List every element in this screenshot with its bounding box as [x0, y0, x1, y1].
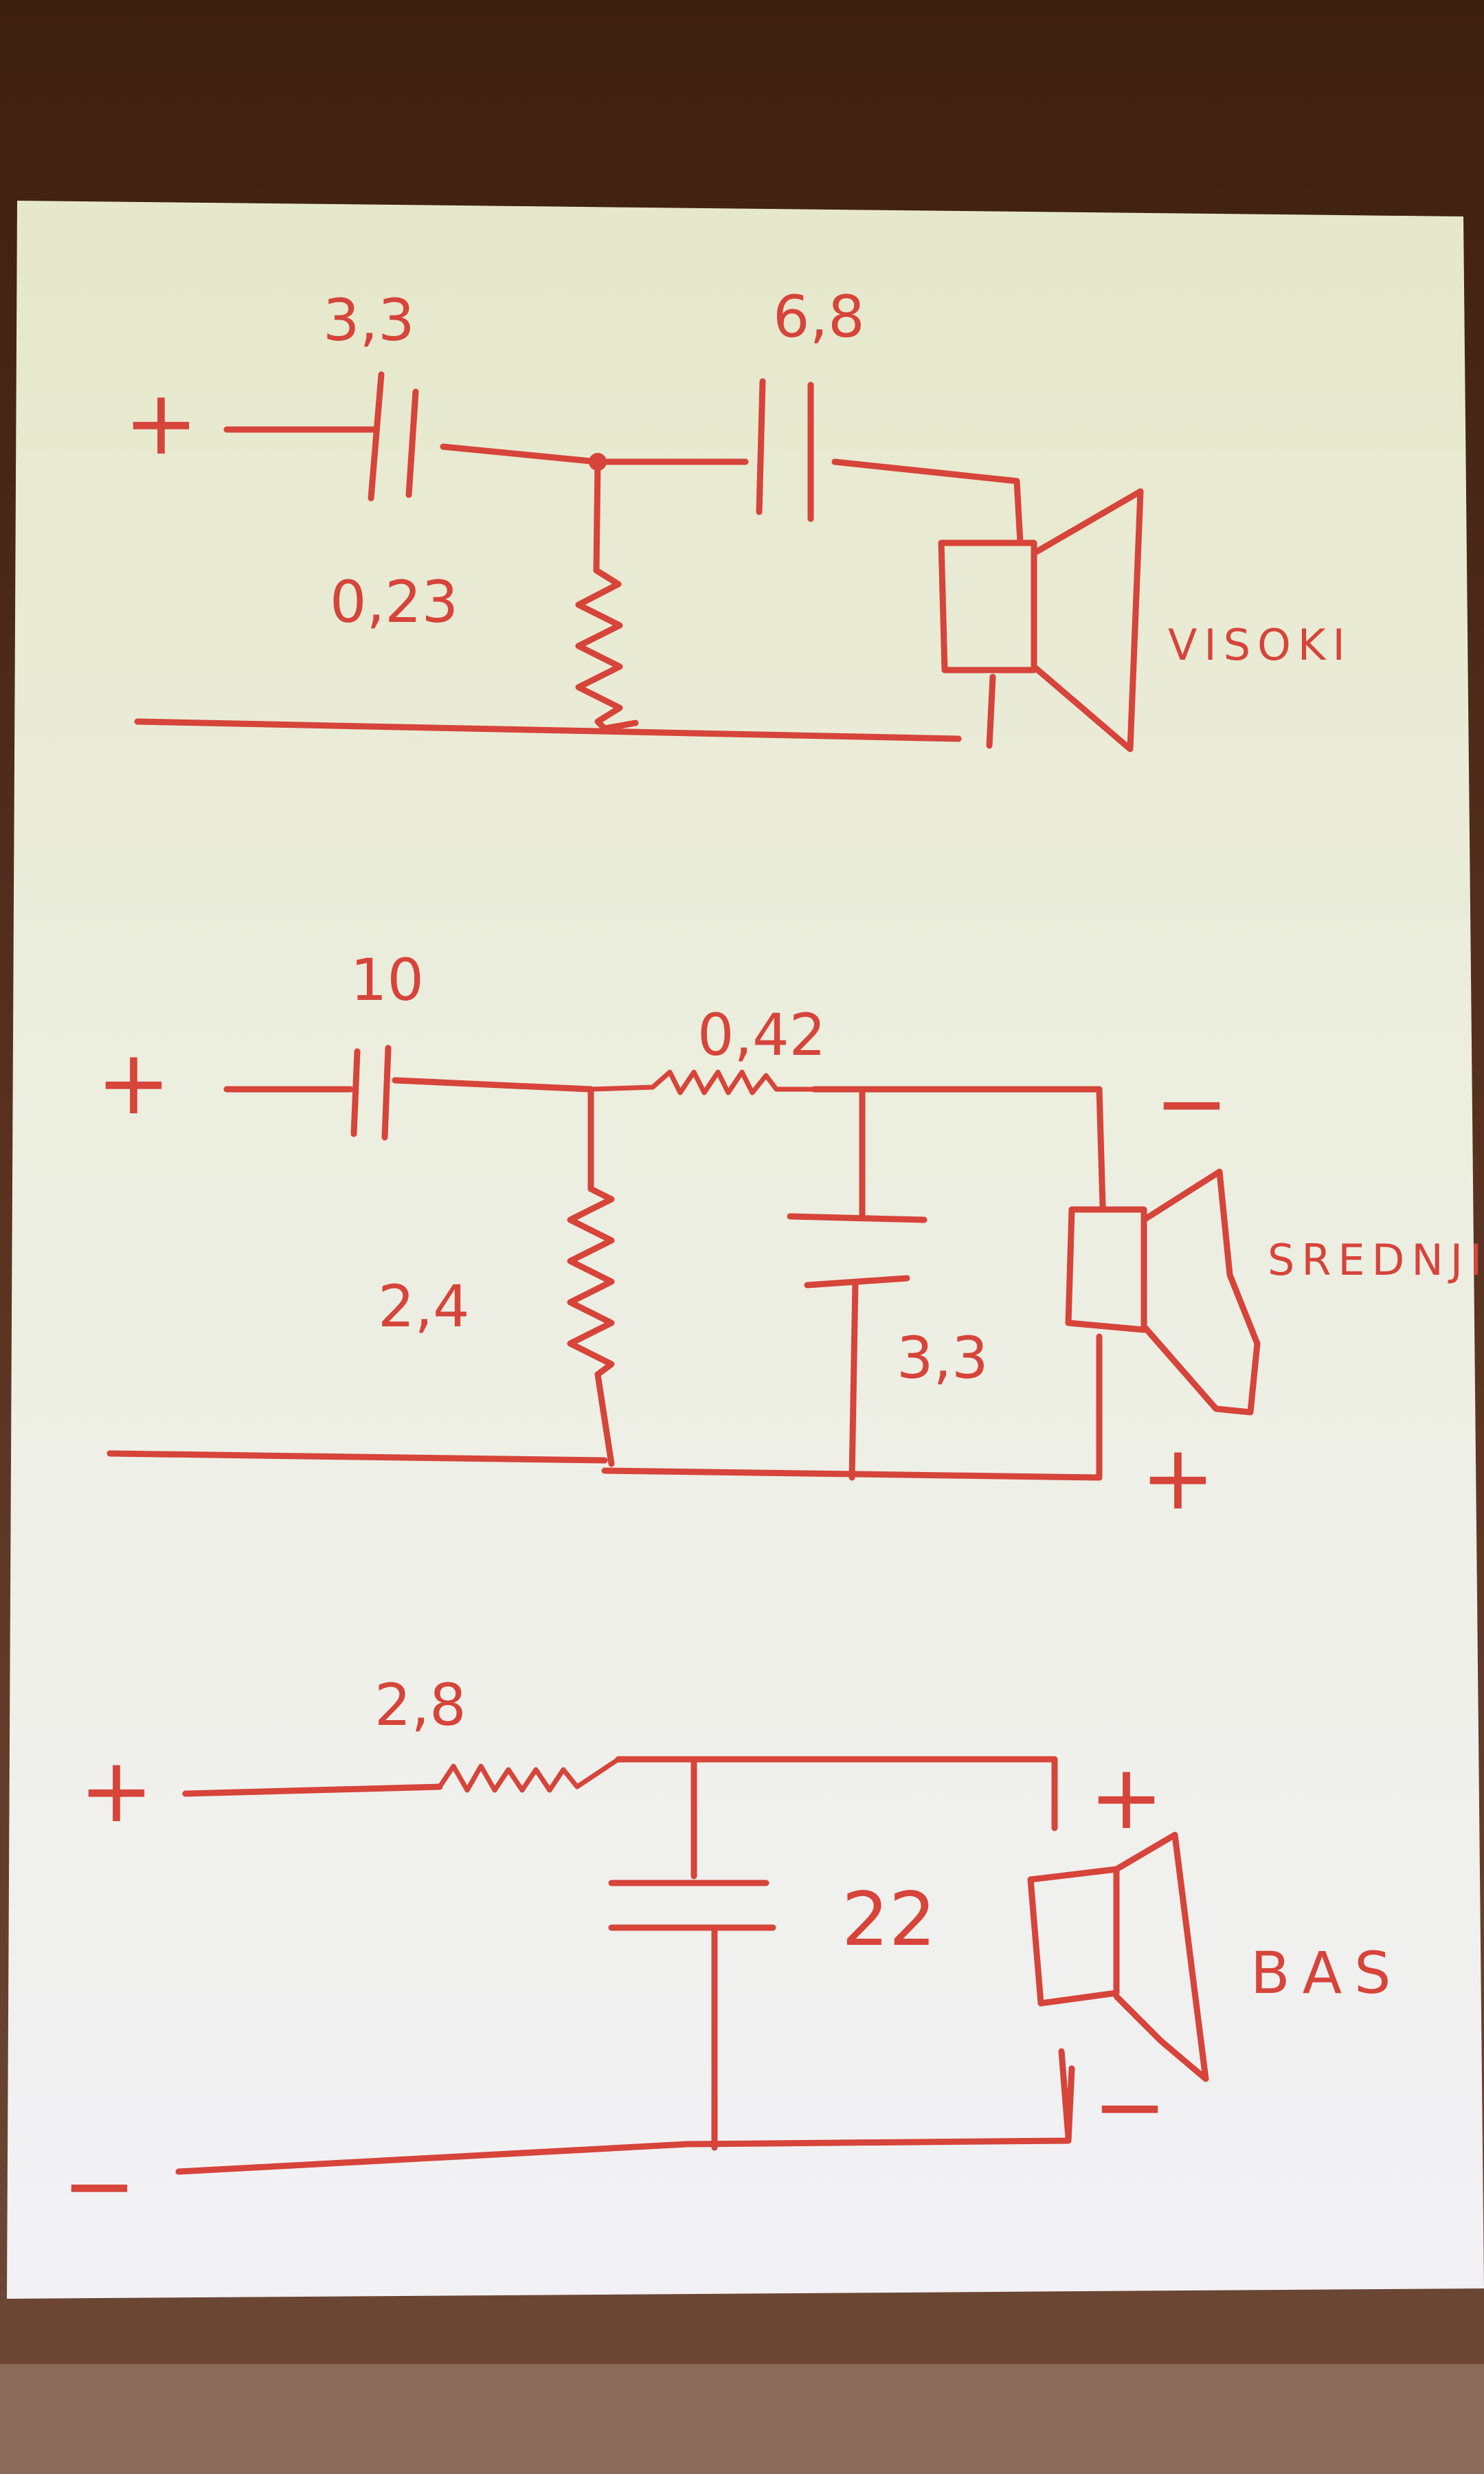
- mid-ground-wire: [106, 1450, 608, 1464]
- high-c2-symbol: [756, 378, 814, 522]
- mid-r-shunt-label: 2,4: [378, 1273, 470, 1340]
- mid-speaker-minus: −: [1154, 1051, 1229, 1155]
- mid-r-series-symbol: [588, 1069, 817, 1095]
- high-pass-circuit: + 3,3 6,8 0,23 VISOKI: [124, 283, 1352, 753]
- bass-plus-terminal: +: [79, 1738, 154, 1842]
- mid-c-shunt-label: 3,3: [897, 1324, 989, 1392]
- bass-speaker-icon: [1027, 1831, 1209, 2141]
- bass-ground-wire: [175, 2065, 1075, 2175]
- bass-circuit: + 2,8 22 + − BAS −: [62, 1671, 1403, 2238]
- mid-c1-label: 10: [350, 946, 424, 1014]
- high-ground-wire: [134, 718, 962, 742]
- bass-speaker-plus: +: [1089, 1745, 1164, 1849]
- high-speaker-label: VISOKI: [1168, 620, 1352, 670]
- mid-c1-symbol: [350, 1045, 392, 1141]
- bass-top-wire: [615, 1756, 1058, 1831]
- bass-r-series-symbol: [437, 1757, 621, 1793]
- high-c2-label: 6,8: [773, 283, 865, 350]
- bass-input-wire: [182, 1783, 443, 1797]
- bass-speaker-label: BAS: [1250, 1939, 1403, 2007]
- high-c1-symbol: [368, 371, 419, 502]
- bass-c-shunt-symbol: [608, 1759, 776, 2151]
- mid-speaker-label: SREDNJI: [1268, 1235, 1484, 1285]
- table-edge: [0, 2364, 1484, 2474]
- mid-r-shunt-symbol: [567, 1086, 615, 1467]
- bass-r-series-label: 2,8: [374, 1671, 466, 1739]
- high-c1-label: 3,3: [323, 287, 415, 354]
- mid-speaker-icon: [1065, 1168, 1261, 1416]
- high-r1-label: 0,23: [330, 568, 458, 636]
- high-output-wire: [831, 458, 1024, 546]
- bass-speaker-minus: −: [1092, 2054, 1167, 2159]
- bass-c-shunt-label: 22: [842, 1877, 936, 1963]
- mid-c-shunt-symbol: [787, 1089, 928, 1481]
- high-r1-symbol: [575, 458, 639, 732]
- mid-mid-wire: [392, 1077, 594, 1093]
- mid-pass-circuit: + 10 0,42 2,4 3,3 − + SREDNJI: [96, 946, 1484, 1530]
- mid-speaker-plus: +: [1140, 1425, 1215, 1530]
- mid-return-wire: [601, 1333, 1103, 1481]
- high-plus-terminal: +: [124, 370, 199, 475]
- bass-minus-terminal: −: [62, 2133, 137, 2238]
- mid-top-wire: [811, 1086, 1106, 1210]
- mid-plus-terminal: +: [96, 1030, 171, 1135]
- high-speaker-icon: [938, 488, 1144, 753]
- mid-r-series-label: 0,42: [697, 1001, 826, 1069]
